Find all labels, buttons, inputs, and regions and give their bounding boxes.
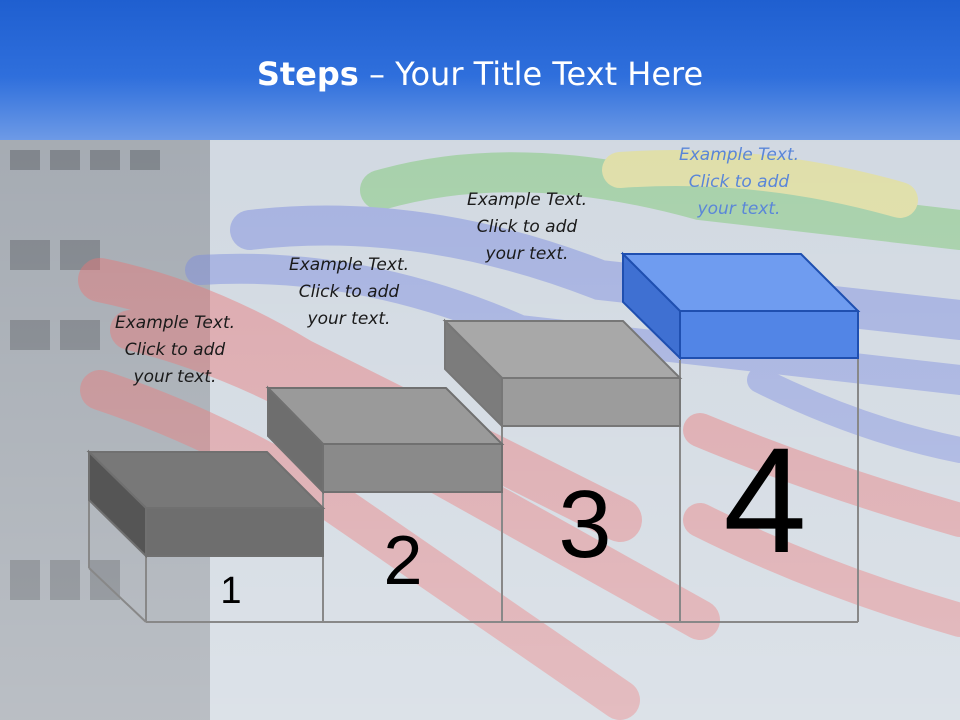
step-4-caption[interactable]: Example Text. Click to add your text. xyxy=(649,142,829,223)
step-1-number: 1 xyxy=(220,570,242,612)
caption-line: Click to add xyxy=(124,340,226,360)
title-bold: Steps xyxy=(256,55,359,93)
caption-line: Click to add xyxy=(688,172,790,192)
caption-line: your text. xyxy=(307,309,391,329)
step-2-number: 2 xyxy=(383,521,423,599)
step-4-block[interactable] xyxy=(620,251,861,361)
step-2-block[interactable] xyxy=(265,385,505,495)
step-1-caption[interactable]: Example Text. Click to add your text. xyxy=(85,310,265,391)
slide-title[interactable]: Steps – Your Title Text Here xyxy=(0,54,960,94)
step-2-caption[interactable]: Example Text. Click to add your text. xyxy=(259,252,439,333)
caption-line: Example Text. xyxy=(678,145,800,165)
title-band xyxy=(0,0,960,140)
caption-line: your text. xyxy=(485,244,569,264)
caption-line: Click to add xyxy=(298,282,400,302)
caption-line: Click to add xyxy=(476,217,578,237)
step-3-number: 3 xyxy=(558,471,612,578)
caption-line: your text. xyxy=(133,367,217,387)
title-rest: – Your Title Text Here xyxy=(358,55,704,93)
caption-line: your text. xyxy=(697,199,781,219)
step-3-block[interactable] xyxy=(442,318,683,429)
step-1-block[interactable] xyxy=(86,449,326,559)
caption-line: Example Text. xyxy=(466,190,588,210)
step-4-number: 4 xyxy=(723,416,807,584)
step-3-caption[interactable]: Example Text. Click to add your text. xyxy=(437,187,617,268)
caption-line: Example Text. xyxy=(114,313,236,333)
caption-line: Example Text. xyxy=(288,255,410,275)
